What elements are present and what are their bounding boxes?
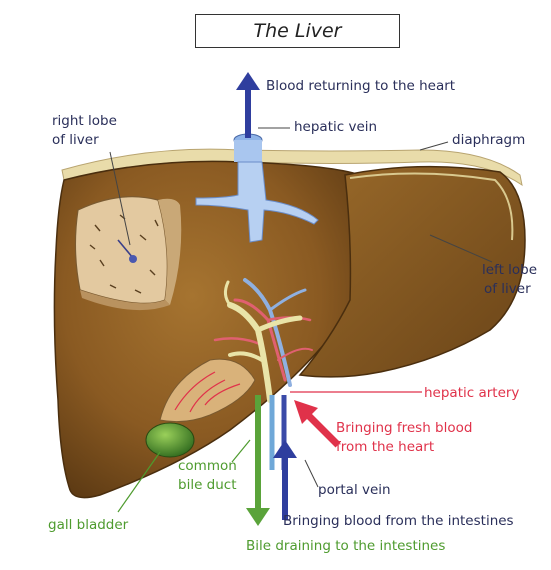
label-bile-draining: Bile draining to the intestines <box>246 538 445 555</box>
arrow-fresh-blood <box>294 400 338 445</box>
arrow-blood-to-heart <box>236 72 260 138</box>
label-blood-from-intestines: Bringing blood from the intestines <box>283 513 514 530</box>
label-gall-bladder: gall bladder <box>48 517 128 534</box>
label-blood-returning: Blood returning to the heart <box>266 78 455 95</box>
label-common-bile-line1: common <box>178 458 237 475</box>
label-hepatic-vein: hepatic vein <box>294 119 377 136</box>
label-portal-vein: portal vein <box>318 482 391 499</box>
label-fresh-blood-line1: Bringing fresh blood <box>336 420 472 437</box>
gall-bladder-shape <box>146 423 194 457</box>
arrow-bile-down <box>246 490 270 526</box>
arrow-portal-vein-up <box>273 440 297 520</box>
label-left-lobe-line1: left lobe <box>482 262 537 279</box>
label-left-lobe-line2: of liver <box>484 281 531 298</box>
label-hepatic-artery: hepatic artery <box>424 385 519 402</box>
label-right-lobe-line1: right lobe <box>52 113 117 130</box>
label-fresh-blood-line2: from the heart <box>336 439 434 456</box>
label-diaphragm: diaphragm <box>452 132 525 149</box>
label-right-lobe-line2: of liver <box>52 132 99 149</box>
title-box: The Liver <box>195 14 400 48</box>
label-common-bile-line2: bile duct <box>178 477 237 494</box>
liver-cross-section <box>75 197 167 304</box>
diagram-title: The Liver <box>254 20 342 42</box>
